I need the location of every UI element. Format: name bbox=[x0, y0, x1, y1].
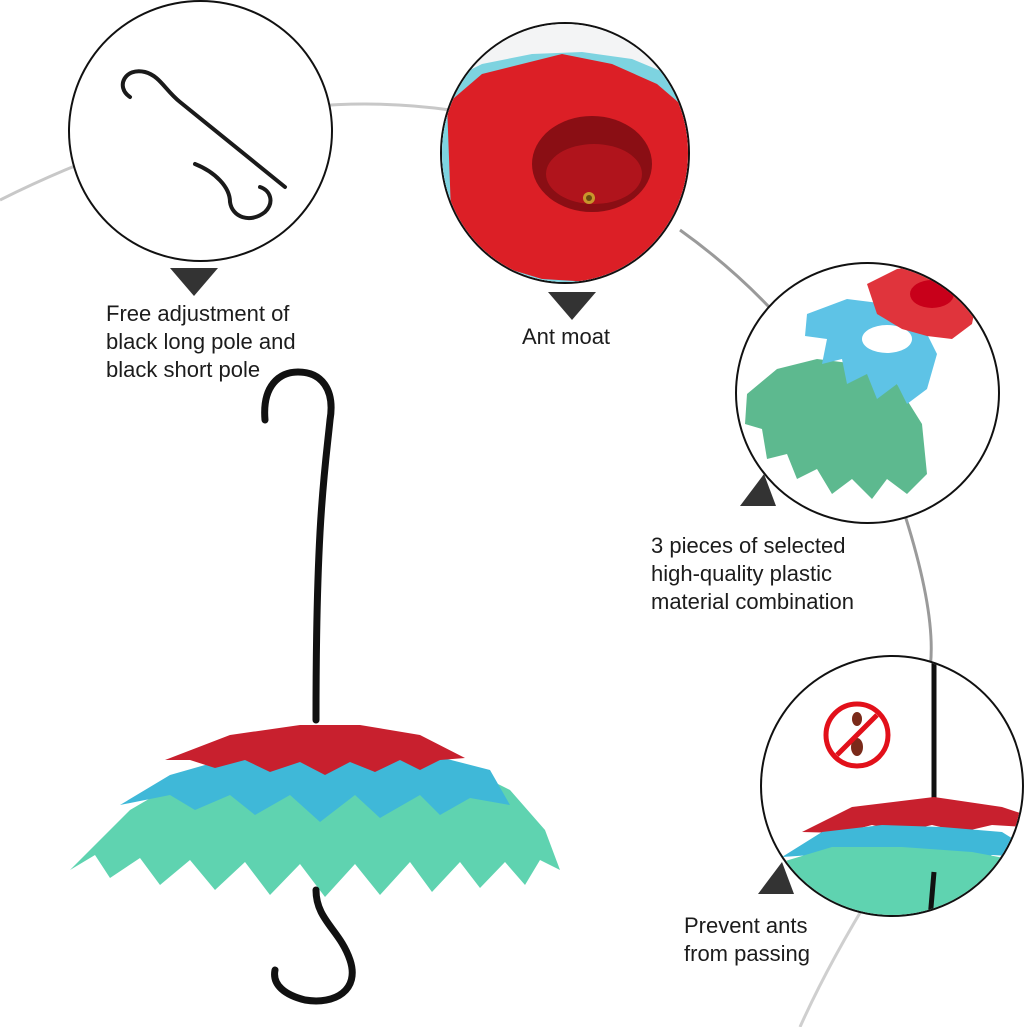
ant-moat-icon bbox=[442, 24, 688, 282]
s-hooks-icon bbox=[120, 69, 287, 221]
caption-line: Prevent ants bbox=[684, 913, 808, 938]
caption-line: material combination bbox=[651, 589, 854, 614]
caption-prevent-ants: Prevent ants from passing bbox=[684, 912, 810, 968]
caption-line: Ant moat bbox=[522, 324, 611, 349]
caption-ant-moat: Ant moat bbox=[522, 323, 610, 351]
caption-materials: 3 pieces of selected high-quality plasti… bbox=[651, 532, 854, 616]
caption-line: Free adjustment of bbox=[106, 301, 290, 326]
caption-hooks: Free adjustment of black long pole and b… bbox=[106, 300, 296, 384]
caption-line: high-quality plastic bbox=[651, 561, 832, 586]
pointer-arrow-hooks bbox=[170, 268, 218, 296]
feature-circle-materials bbox=[735, 262, 1000, 524]
no-ants-icon bbox=[762, 657, 1022, 915]
pointer-arrow-ant-moat bbox=[548, 292, 596, 320]
caption-line: from passing bbox=[684, 941, 810, 966]
feature-circle-ant-moat bbox=[440, 22, 690, 284]
caption-line: black short pole bbox=[106, 357, 261, 382]
feature-circle-hooks bbox=[68, 0, 333, 262]
caption-line: 3 pieces of selected bbox=[651, 533, 846, 558]
caption-line: black long pole and bbox=[106, 329, 296, 354]
feature-circle-prevent-ants bbox=[760, 655, 1024, 917]
